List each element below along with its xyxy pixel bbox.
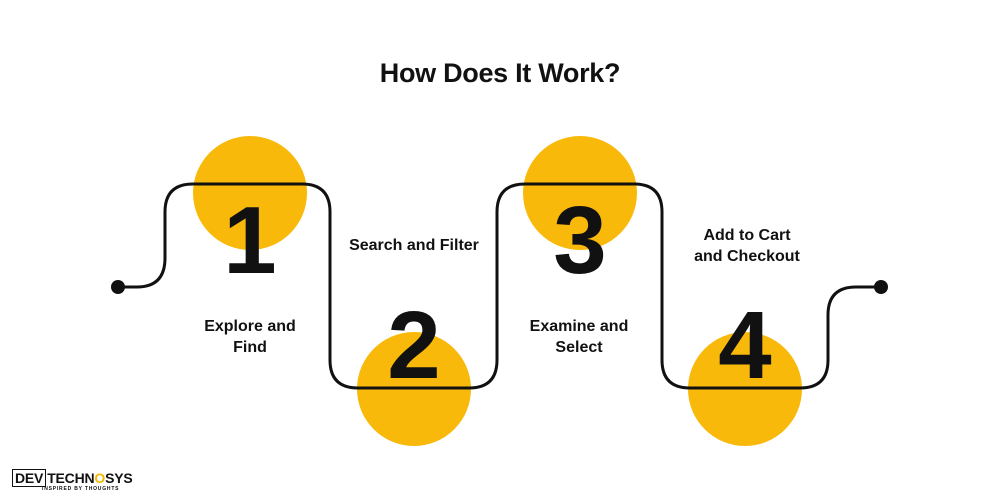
- logo-dev-mark: DEV: [12, 469, 47, 487]
- page-title: How Does It Work?: [379, 58, 621, 88]
- path-start-dot: [111, 280, 125, 294]
- step-1-circle: [193, 136, 307, 250]
- process-path-line: [118, 182, 881, 390]
- logo-gear-icon: O: [94, 470, 106, 486]
- step-1-number: 1: [223, 187, 276, 294]
- step-3-circle: [523, 136, 637, 250]
- path-end-dot: [874, 280, 888, 294]
- step-4-number: 4: [718, 292, 771, 399]
- logo-tagline: INSPIRED BY THOUGHTS: [42, 486, 120, 492]
- step-2-number: 2: [387, 292, 440, 399]
- step-3-number: 3: [553, 187, 606, 294]
- step-2-label: Search and Filter: [349, 237, 479, 254]
